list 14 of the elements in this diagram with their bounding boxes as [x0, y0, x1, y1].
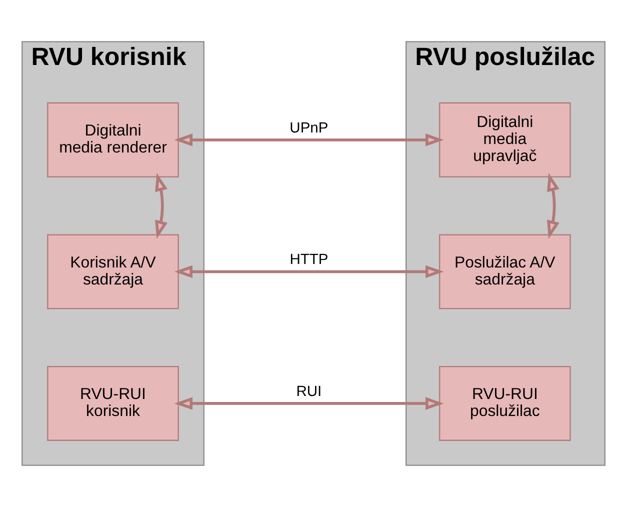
arrow: [174, 264, 444, 278]
edge-label: RUI: [296, 383, 322, 400]
arrow: [547, 172, 560, 238]
node-box: Korisnik A/V sadržaja: [47, 234, 179, 309]
arrow: [174, 133, 444, 146]
node-box: Digitalni media renderer: [47, 102, 179, 177]
edge-label: UPnP: [290, 120, 328, 136]
edge-label: HTTP: [290, 252, 328, 268]
arrow: [155, 172, 168, 238]
node-box: RVU-RUI korisnik: [47, 365, 179, 440]
node-box: RVU-RUI poslužilac: [439, 365, 571, 440]
node-box: Poslužilac A/V sadržaja: [439, 234, 571, 309]
node-box: Digitalni media upravljač: [439, 102, 571, 177]
arrow: [174, 396, 444, 410]
